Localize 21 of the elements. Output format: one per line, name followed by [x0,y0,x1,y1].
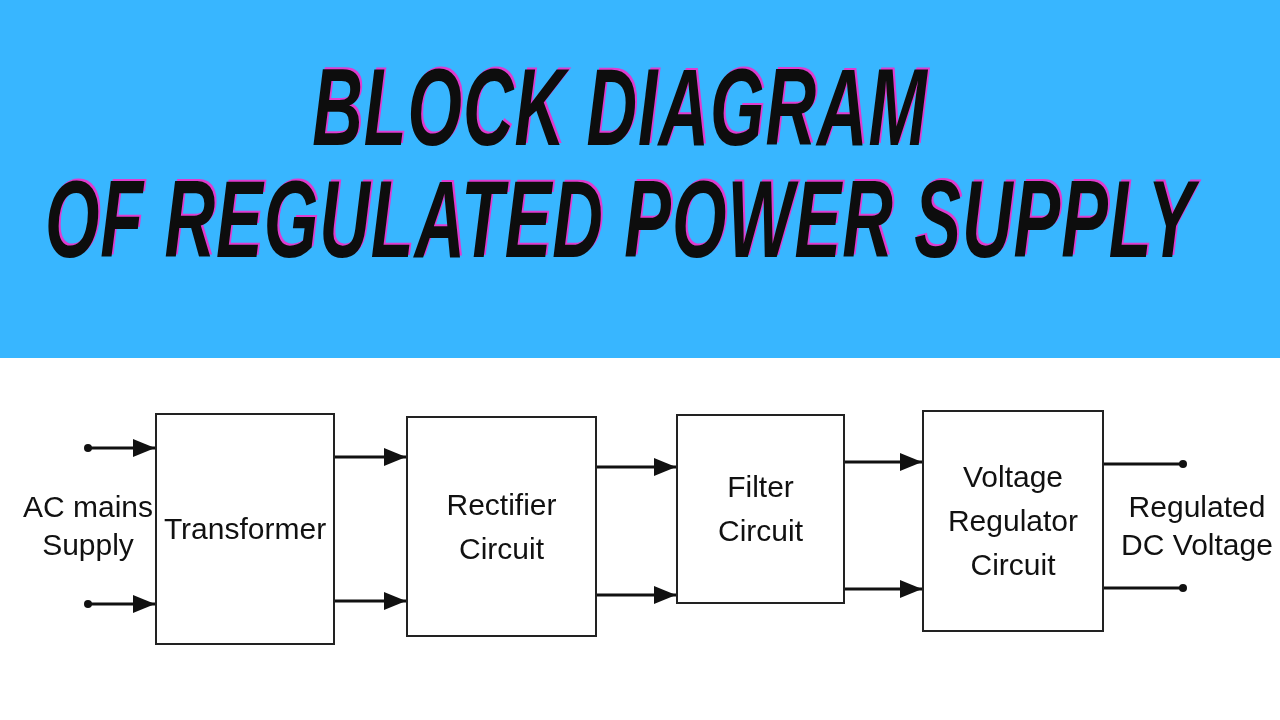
block-label: Rectifier Circuit [445,486,558,567]
arrow [597,458,676,476]
arrow [597,586,676,604]
arrow [845,580,922,598]
title: BLOCK DIAGRAM OF REGULATED POWER SUPPLY [38,52,1202,276]
terminal-label: Regulated DC Voltage [1120,489,1274,563]
block-label: Filter Circuit [717,469,804,549]
arrow [335,448,406,466]
connector-line [1104,584,1187,592]
terminal-label: AC mains Supply [21,489,154,563]
arrow [84,439,155,457]
block-label: Transformer [163,511,327,547]
arrow [84,595,155,613]
block-label: Voltage Regulator Circuit [946,459,1080,583]
process-box [676,414,845,604]
arrow [335,592,406,610]
connector-line [1104,460,1187,468]
process-box [922,410,1104,632]
process-box [406,416,597,637]
process-box [155,413,335,645]
arrow [845,453,922,471]
